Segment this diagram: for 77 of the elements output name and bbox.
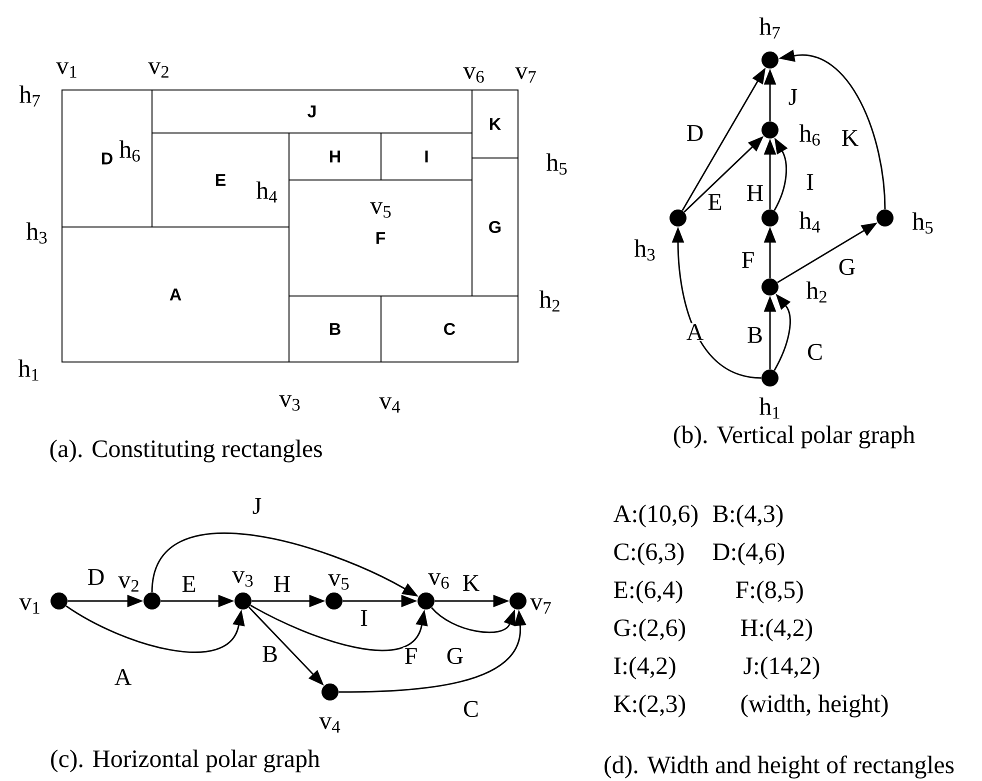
- size-entry: A:(10,6): [613, 504, 698, 528]
- grid-line-label: v$_{1}$: [56, 62, 76, 78]
- edge-label: B: [261, 645, 279, 663]
- vertex-label: v$_{7}$: [530, 598, 551, 614]
- rectangle-block: B: [288, 295, 382, 362]
- size-entry: F:(8,5): [736, 580, 803, 604]
- arrow: [250, 604, 428, 652]
- rectangle-block: K: [472, 89, 518, 158]
- edge-label: E: [706, 193, 724, 211]
- rectangle-block: A: [62, 226, 290, 362]
- edge-label: I: [359, 609, 369, 627]
- vertex-label: h$_{7}$: [759, 17, 780, 39]
- vertex-label: v$_{4}$: [319, 717, 340, 733]
- edge-label: G: [445, 646, 465, 666]
- grid-line-label: v$_{4}$: [379, 397, 400, 413]
- vertex-label: h$_{1}$: [759, 397, 780, 419]
- edge-label: A: [113, 668, 133, 686]
- size-entry: I:(4,2): [614, 656, 676, 680]
- grid-line-label: h$_{3}$: [26, 222, 47, 244]
- grid-line-label: h$_{2}$: [539, 290, 560, 312]
- arrow: [431, 607, 516, 634]
- grid-line-label: v$_{6}$: [463, 67, 484, 83]
- vertex-label: v$_{6}$: [428, 573, 449, 589]
- edge-label: D: [685, 124, 705, 142]
- vertex-label: h$_{4}$: [799, 211, 820, 233]
- vertex-label: h$_{2}$: [806, 281, 826, 303]
- vertex-label: h$_{5}$: [912, 212, 933, 234]
- rectangle-block: C: [380, 295, 518, 362]
- edge-label: C: [462, 700, 480, 718]
- edge-label: C: [806, 342, 824, 362]
- arrow: [66, 605, 245, 653]
- size-entry: B:(4,3): [712, 504, 783, 528]
- rectangle-block: I: [380, 132, 472, 180]
- grid-line-label: v$_{7}$: [515, 67, 536, 83]
- panel-caption: (b). Vertical polar graph: [674, 426, 915, 448]
- edge-label: B: [746, 326, 764, 344]
- vertex-label: v$_{2}$: [118, 576, 138, 592]
- size-entry: G:(2,6): [614, 618, 685, 642]
- grid-line-label: h$_{5}$: [546, 153, 567, 175]
- edge-label: K: [840, 129, 860, 147]
- grid-line-label: h$_{4}$: [256, 181, 278, 203]
- panel-caption: (a). Constituting rectangles: [50, 440, 322, 462]
- edge-label: E: [180, 575, 198, 593]
- size-entry: C:(6,3): [614, 542, 684, 566]
- edge-label: G: [837, 258, 857, 276]
- size-entry: E:(6,4): [614, 580, 682, 604]
- edge-label: J: [251, 497, 263, 515]
- edge-label: I: [805, 173, 815, 191]
- edge-label: D: [86, 568, 106, 586]
- rectangle-block: J: [152, 89, 472, 134]
- size-entry: D:(4,6): [712, 542, 784, 566]
- edge-label: J: [787, 88, 799, 106]
- vertex-label: v$_{3}$: [232, 571, 253, 587]
- panel-caption: (c). Horizontal polar graph: [51, 750, 320, 772]
- rectangle-block: H: [288, 132, 382, 180]
- vertex-label: h$_{3}$: [634, 239, 655, 261]
- size-entry: H:(4,2): [740, 618, 812, 642]
- size-entry: K:(2,3): [614, 694, 685, 718]
- grid-line-label: v$_{5}$: [370, 202, 391, 218]
- rectangle-block: G: [472, 157, 518, 296]
- size-entry: J:(14,2): [744, 656, 820, 680]
- edge-label: F: [740, 251, 756, 269]
- grid-line-label: v$_{3}$: [279, 395, 300, 411]
- edge-label: H: [745, 184, 765, 202]
- vertex-label: v$_{5}$: [328, 574, 349, 590]
- edge-label: K: [461, 574, 481, 592]
- grid-line-label: h$_{6}$: [119, 140, 140, 162]
- vertex-label: v$_{1}$: [19, 598, 40, 614]
- size-entry: (width, height): [741, 694, 888, 718]
- vertex-label: h$_{6}$: [799, 124, 820, 146]
- grid-line-label: h$_{1}$: [18, 359, 38, 381]
- edge-label: A: [685, 323, 705, 341]
- grid-line-label: h$_{7}$: [19, 85, 40, 107]
- panel-caption: (d). Width and height of rectangles: [604, 756, 954, 778]
- grid-line-label: v$_{2}$: [148, 62, 168, 78]
- edge-label: F: [403, 647, 419, 665]
- edge-label: H: [272, 575, 292, 593]
